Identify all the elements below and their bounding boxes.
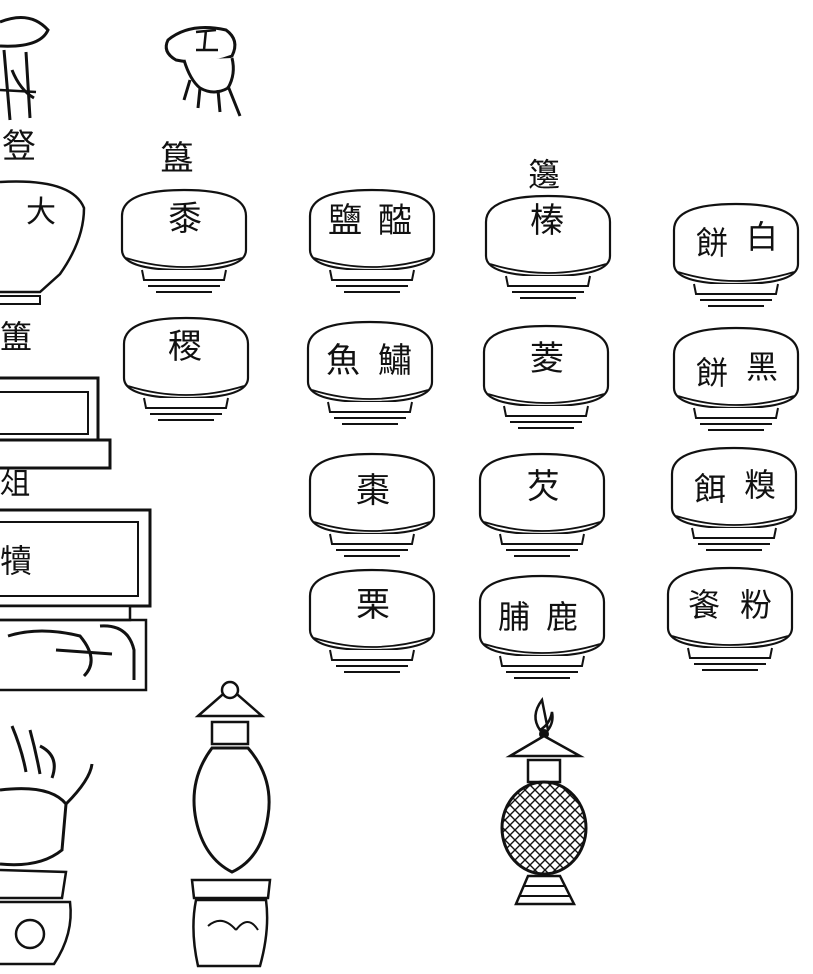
dish-hei-bing: 餅 黑 — [672, 326, 800, 432]
svg-text:芡: 芡 — [526, 467, 560, 507]
heading-bian: 籩 — [528, 156, 560, 194]
heading-fu: 簠 — [0, 318, 32, 356]
dish-qiu-er: 餌 糗 — [670, 446, 798, 552]
svg-text:黍: 黍 — [168, 199, 202, 239]
svg-text:粉: 粉 — [740, 586, 772, 624]
dish-ji: 稷 — [122, 316, 250, 422]
svg-text:栗: 栗 — [356, 585, 390, 625]
dish-lu-fu: 脯 鹿 — [478, 574, 606, 680]
dish-zao: 棗 — [308, 452, 436, 558]
fu-vessel-partial — [0, 376, 112, 470]
censer-partial — [0, 725, 94, 966]
svg-text:魚: 魚 — [326, 341, 360, 381]
svg-text:餅: 餅 — [696, 224, 728, 262]
dish-bai-bing: 餅 白 — [672, 202, 800, 308]
zu-table-partial — [0, 508, 152, 692]
dish-yan-tan: 鹽 醓 — [308, 188, 436, 294]
mesh-incense-vessel — [500, 697, 588, 906]
dish-li: 栗 — [308, 568, 436, 674]
svg-text:醓: 醓 — [378, 201, 412, 241]
heading-du: 犢 — [0, 542, 32, 580]
svg-text:鱐: 鱐 — [378, 341, 412, 381]
svg-text:糗: 糗 — [744, 466, 776, 504]
svg-text:餈: 餈 — [688, 586, 720, 624]
dish-fen-ci: 餈 粉 — [666, 566, 794, 672]
heading-gui: 簋 — [160, 139, 194, 179]
heading-deng: 豋 — [2, 127, 36, 167]
dish-label-da: 大 — [26, 195, 56, 230]
dish-yu-su: 魚 鱐 — [306, 320, 434, 426]
svg-text:棗: 棗 — [356, 471, 390, 511]
deng-vessel-partial — [0, 16, 50, 121]
svg-text:鹽: 鹽 — [328, 201, 362, 241]
svg-text:白: 白 — [746, 218, 778, 256]
dish-shu: 黍 — [120, 188, 248, 294]
dish-partial-left: 大 — [0, 180, 86, 305]
dish-zhen: 榛 — [484, 194, 612, 300]
dish-ling: 菱 — [482, 324, 610, 430]
svg-text:餅: 餅 — [696, 354, 728, 392]
gui-vessel — [164, 26, 242, 117]
lamp-vase-vessel — [190, 680, 272, 968]
svg-text:稷: 稷 — [168, 327, 202, 367]
svg-text:脯: 脯 — [498, 598, 530, 636]
svg-text:黑: 黑 — [746, 348, 778, 386]
svg-text:菱: 菱 — [530, 339, 564, 379]
dish-qian: 芡 — [478, 452, 606, 558]
svg-text:餌: 餌 — [694, 470, 726, 508]
svg-text:榛: 榛 — [530, 201, 564, 241]
svg-text:鹿: 鹿 — [546, 598, 578, 636]
heading-zu: 俎 — [0, 467, 30, 502]
